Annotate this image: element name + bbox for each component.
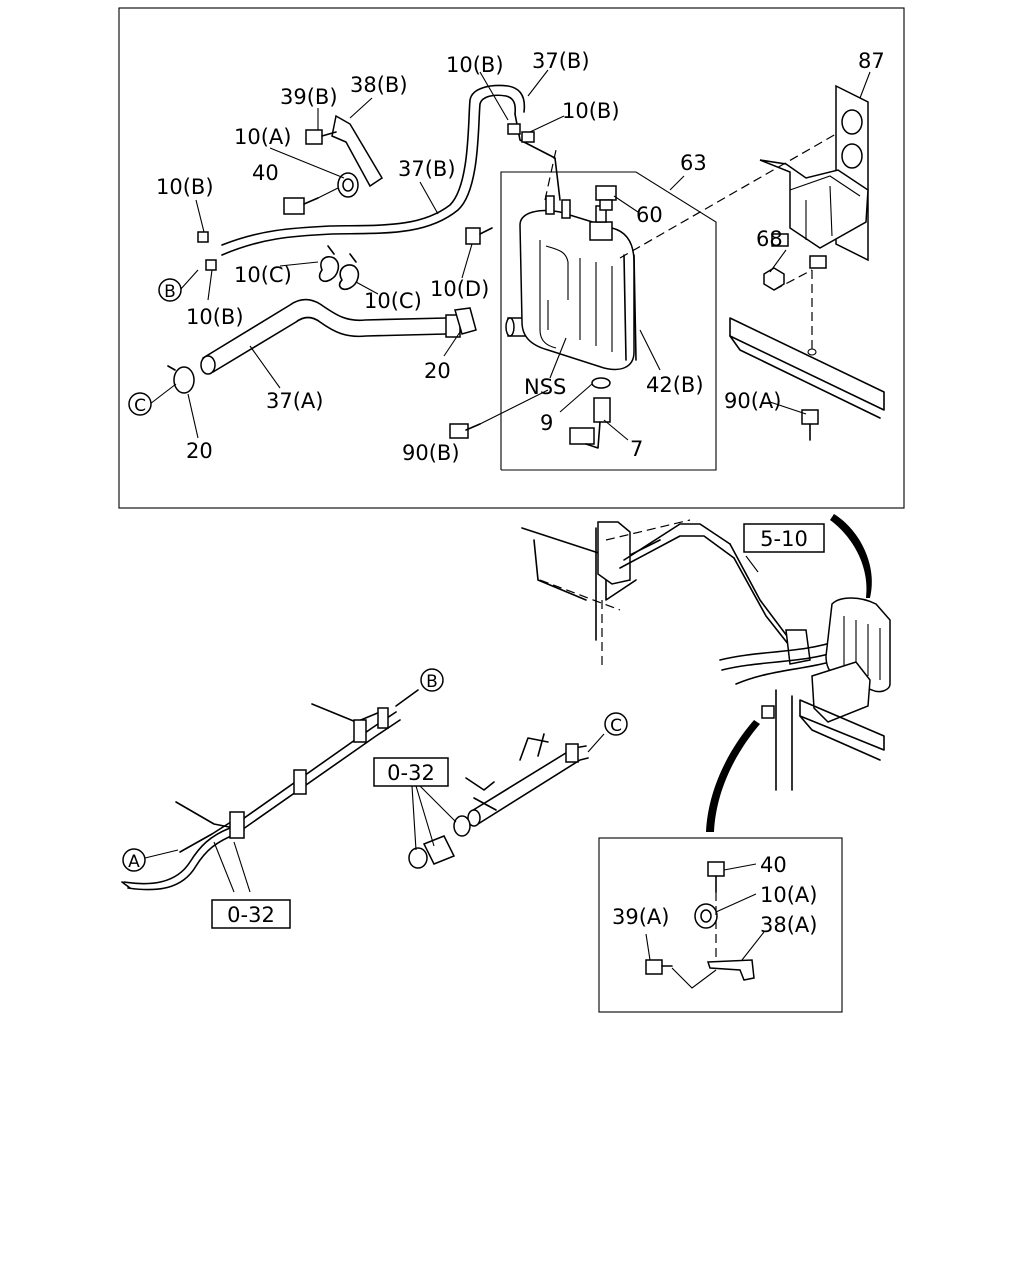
inset-clip-10a	[694, 893, 757, 929]
label-63: 63	[680, 151, 707, 175]
label-10a-left: 10(A)	[234, 125, 291, 149]
washer-9	[591, 377, 611, 389]
inset-bracket-38a	[706, 931, 765, 981]
label-90a: 90(A)	[724, 389, 781, 413]
inset-bolt-40	[707, 861, 757, 893]
ref-box-0-32-mid: 0-32	[373, 757, 449, 787]
clip-10b-left	[197, 231, 217, 271]
label-10d: 10(D)	[430, 277, 489, 301]
clamp-20-left	[167, 365, 195, 394]
frame-rail	[729, 317, 885, 419]
label-60: 60	[636, 203, 663, 227]
svg-text:0-32: 0-32	[227, 903, 275, 927]
label-42b: 42(B)	[646, 373, 704, 397]
label-10c-a: 10(C)	[234, 263, 292, 287]
inset-label-40: 40	[760, 853, 787, 877]
label-39b: 39(B)	[280, 85, 338, 109]
clamps-lower	[408, 815, 471, 869]
label-90b: 90(B)	[402, 441, 460, 465]
label-10c-b: 10(C)	[364, 289, 422, 313]
label-87: 87	[858, 49, 885, 73]
tank-box	[500, 171, 717, 471]
label-10b-right: 10(B)	[562, 99, 620, 123]
clamp-20-mid	[454, 307, 477, 335]
sensor-7	[569, 397, 611, 449]
inset-label-39a: 39(A)	[612, 905, 669, 929]
label-37b-mid: 37(B)	[398, 157, 456, 181]
leaders-upper	[149, 69, 871, 441]
label-20-mid: 20	[424, 359, 451, 383]
svg-text:C: C	[134, 396, 146, 416]
inset-label-10a: 10(A)	[760, 883, 817, 907]
bolt-90b	[449, 389, 549, 439]
bolt-90a	[801, 409, 819, 441]
svg-text:5-10: 5-10	[760, 527, 808, 551]
pipe-harness-c	[465, 733, 605, 827]
reservoir-tank	[519, 195, 637, 371]
label-9: 9	[540, 411, 553, 435]
callout-c-upper: C	[128, 392, 152, 416]
label-10b-lower: 10(B)	[186, 305, 244, 329]
label-10b-left: 10(B)	[156, 175, 214, 199]
clip-10d	[465, 227, 493, 245]
clip-10c	[318, 245, 360, 291]
svg-text:B: B	[164, 282, 176, 302]
vehicle-frame	[521, 519, 891, 791]
label-nss: NSS	[524, 375, 566, 399]
callout-b-upper: B	[158, 278, 182, 302]
label-10b-top: 10(B)	[446, 53, 504, 77]
inset-frame	[598, 837, 843, 1013]
svg-text:A: A	[128, 852, 140, 872]
cap-60	[595, 185, 617, 211]
label-37b-top: 37(B)	[532, 49, 590, 73]
nut-68	[763, 267, 785, 291]
pipe-harness-a	[121, 689, 419, 891]
svg-text:0-32: 0-32	[387, 761, 435, 785]
bracket-38b	[331, 114, 384, 188]
bracket-87	[759, 84, 869, 269]
inset-bolt-39a	[645, 933, 673, 975]
svg-text:C: C	[610, 716, 622, 736]
pointer-arrow-bottom	[706, 720, 760, 832]
ref-box-0-32-low: 0-32	[211, 899, 291, 929]
callout-b-lower: B	[420, 668, 444, 692]
pointer-arrow-top	[830, 514, 872, 598]
label-7: 7	[630, 437, 643, 461]
bolt-40	[283, 187, 339, 215]
label-68: 68	[756, 227, 783, 251]
label-40-top: 40	[252, 161, 279, 185]
callout-a-lower: A	[122, 848, 179, 872]
bolt-39b	[305, 129, 337, 145]
label-37a: 37(A)	[266, 389, 323, 413]
ref-box-5-10: 5-10	[743, 523, 825, 553]
callout-c-lower: C	[604, 712, 628, 736]
clip-10b-top	[507, 123, 535, 143]
upper-frame	[118, 7, 905, 509]
label-20-low: 20	[186, 439, 213, 463]
label-38b: 38(B)	[350, 73, 408, 97]
svg-text:B: B	[426, 672, 438, 692]
inset-label-38a: 38(A)	[760, 913, 817, 937]
clip-10a	[337, 172, 359, 198]
